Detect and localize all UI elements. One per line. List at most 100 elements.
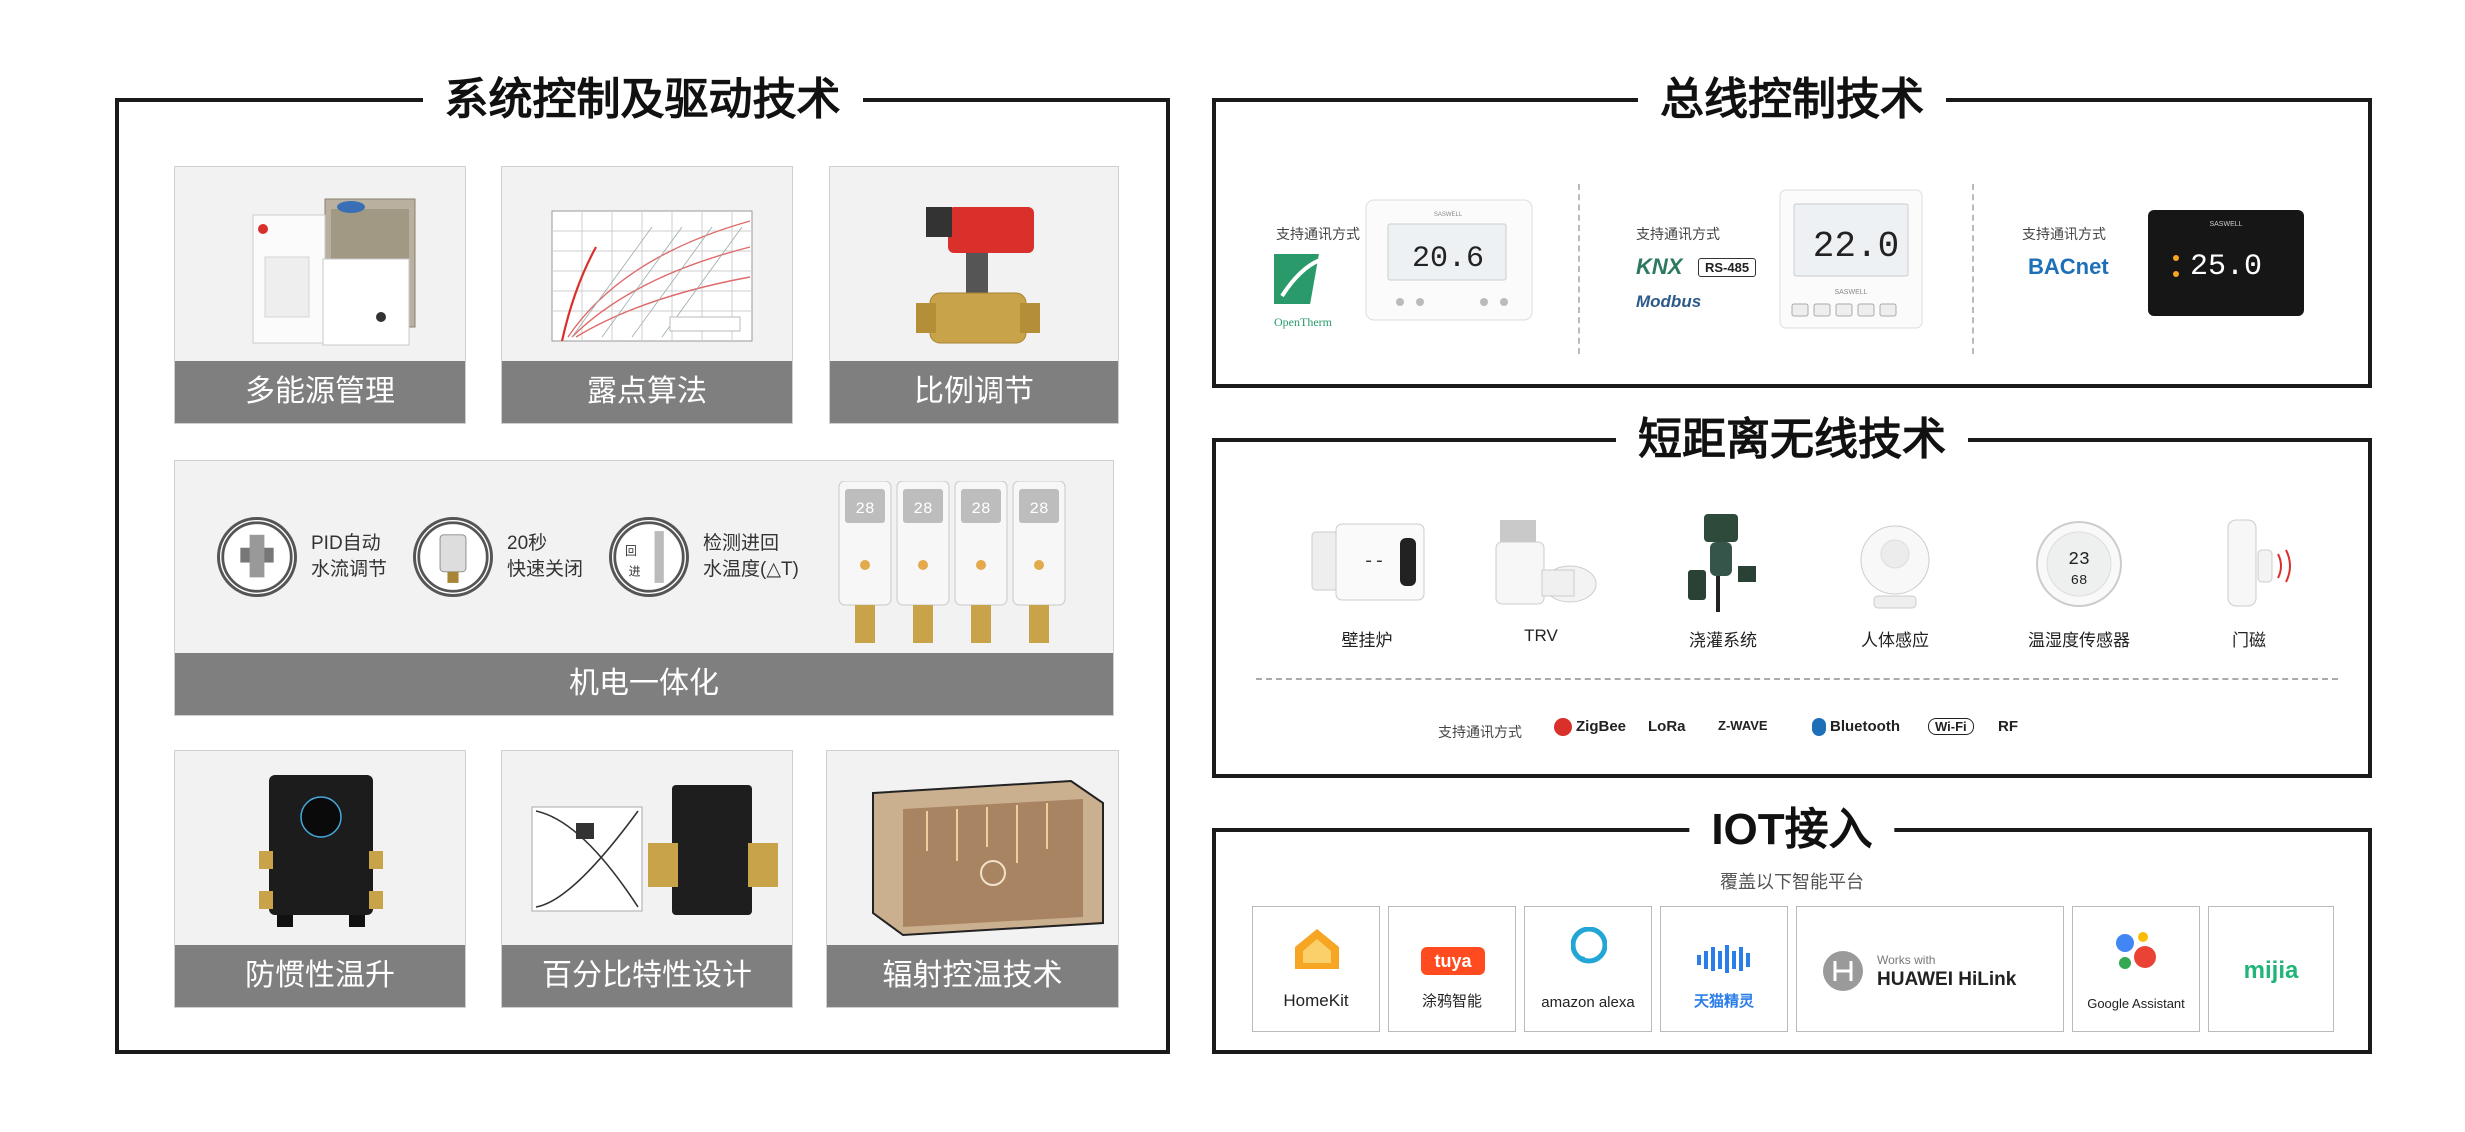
- actuator-icon: [413, 517, 493, 597]
- protocol-name: Bluetooth: [1830, 718, 1900, 735]
- protocol-rf: RF: [1998, 718, 2018, 735]
- iot-panel: IOT接入 覆盖以下智能平台 HomeKit tuya 涂鸦智能 amazon …: [1212, 802, 2372, 1054]
- platform-alexa[interactable]: amazon alexa: [1524, 906, 1652, 1032]
- platform-tuya[interactable]: tuya 涂鸦智能: [1388, 906, 1516, 1032]
- device-label: 人体感应: [1861, 631, 1929, 650]
- device-temp-humidity[interactable]: 23 68 温湿度传感器: [2004, 514, 2154, 650]
- device-boiler[interactable]: -- 壁挂炉: [1292, 514, 1442, 650]
- device-label: 温湿度传感器: [2028, 631, 2130, 650]
- platform-tmall-genie[interactable]: 天猫精灵: [1660, 906, 1788, 1032]
- circle-char: 回: [625, 544, 637, 558]
- support-label: 支持通讯方式: [2022, 226, 2106, 242]
- protocol-bluetooth: Bluetooth: [1812, 718, 1900, 737]
- radiant-room-image: [872, 779, 1104, 937]
- feature-line: 水温度(△T): [703, 559, 799, 580]
- protocol-name: OpenTherm: [1274, 315, 1333, 329]
- platform-label: mijia: [2243, 957, 2299, 984]
- ball-valve-image: [916, 207, 1040, 344]
- section-divider: [1972, 184, 1974, 354]
- device-trv[interactable]: TRV: [1466, 514, 1616, 645]
- protocol-name: ZigBee: [1576, 718, 1627, 735]
- support-label: 支持通讯方式: [1636, 226, 1720, 242]
- bluetooth-icon: [1812, 718, 1826, 737]
- svg-text:68: 68: [2071, 573, 2088, 589]
- thermostat-brand: SASWELL: [1434, 212, 1463, 218]
- control-box-image: [259, 775, 383, 927]
- platform-google[interactable]: Google Assistant: [2072, 906, 2200, 1032]
- google-assistant-icon: [2116, 932, 2156, 969]
- tile-caption: 多能源管理: [175, 361, 465, 423]
- protocol-lora: LoRa: [1648, 718, 1686, 735]
- tile-caption: 辐射控温技术: [827, 945, 1118, 1007]
- thermostat-reading: 22.0: [1813, 226, 1899, 267]
- boiler-controller-image: --: [1311, 523, 1425, 601]
- protocol-modbus: Modbus: [1636, 292, 1702, 311]
- platform-label: HomeKit: [1283, 991, 1349, 1010]
- system-control-title: 系统控制及驱动技术: [422, 72, 863, 128]
- device-irrigation[interactable]: 浇灌系统: [1648, 514, 1798, 650]
- platform-label: amazon alexa: [1541, 994, 1635, 1011]
- platform-hilink[interactable]: Works with HUAWEI HiLink: [1796, 906, 2064, 1032]
- temperature-sensor-icon: 回 进: [609, 517, 689, 597]
- actuator-reading: 28: [913, 500, 932, 518]
- device-label: 门磁: [2232, 631, 2266, 650]
- hilink-works: Works with: [1877, 953, 1936, 967]
- feature-line: 快速关闭: [507, 559, 584, 580]
- support-label: 支持通讯方式: [1438, 724, 1522, 740]
- tile-radiant[interactable]: 辐射控温技术: [826, 750, 1119, 1008]
- tile-caption: 露点算法: [502, 361, 792, 423]
- platform-label: 天猫精灵: [1693, 993, 1754, 1010]
- tile-caption: 比例调节: [830, 361, 1118, 423]
- support-label: 支持通讯方式: [1276, 226, 1360, 242]
- protocol-bacnet: BACnet: [2028, 254, 2109, 279]
- device-motion[interactable]: 人体感应: [1820, 514, 1970, 650]
- platform-label: HUAWEI HiLink: [1877, 969, 2017, 990]
- trv-image: [1495, 520, 1597, 605]
- platform-homekit[interactable]: HomeKit: [1252, 906, 1380, 1032]
- zigbee-icon: [1554, 718, 1572, 737]
- alexa-icon: [1571, 927, 1607, 964]
- tile-caption: 百分比特性设计: [502, 945, 792, 1007]
- tile-percentage[interactable]: 百分比特性设计: [501, 750, 793, 1008]
- tmall-genie-icon: [1697, 945, 1750, 973]
- tile-proportional[interactable]: 比例调节: [829, 166, 1119, 424]
- feature-line: 20秒: [507, 533, 548, 554]
- tile-multi-energy[interactable]: 多能源管理: [174, 166, 466, 424]
- irrigation-image: [1688, 514, 1756, 612]
- wireless-title: 短距离无线技术: [1616, 412, 1968, 468]
- tile-mechatronics[interactable]: PID自动水流调节 20秒快速关闭 回 进 检测进回水温度(△T): [174, 460, 1114, 716]
- door-contact-image: [2227, 519, 2291, 607]
- thermostat-white-1: 20.6 SASWELL: [1365, 199, 1533, 321]
- wireless-panel: 短距离无线技术 -- 壁挂炉 TRV 浇灌系统: [1212, 412, 2372, 778]
- actuator-reading: 28: [855, 500, 874, 518]
- actuator-reading: 28: [1029, 500, 1048, 518]
- actuator-reading: 28: [971, 500, 990, 518]
- pid-valve-icon: [217, 517, 297, 597]
- tile-dew-point[interactable]: 露点算法: [501, 166, 793, 424]
- system-control-panel: 系统控制及驱动技术 多能源管理: [115, 72, 1170, 1054]
- device-door-contact[interactable]: 门磁: [2174, 514, 2324, 650]
- device-label: 壁挂炉: [1341, 631, 1393, 650]
- wireless-divider: [1256, 678, 2338, 680]
- tile-caption: 机电一体化: [175, 653, 1113, 715]
- thermostat-white-2: 22.0 SASWELL: [1779, 189, 1923, 329]
- feature-line: PID自动: [311, 533, 381, 554]
- bus-control-title: 总线控制技术: [1638, 72, 1946, 128]
- tuya-icon: tuya: [1421, 947, 1485, 975]
- circle-char: 进: [629, 565, 641, 579]
- thermostat-brand: SASWELL: [1834, 289, 1867, 296]
- protocol-rs485: RS-485: [1698, 258, 1757, 277]
- psychrometric-chart-image: [551, 210, 753, 342]
- sensor-reading: 23: [2068, 550, 2090, 570]
- protocol-zigbee: ZigBee: [1554, 718, 1627, 737]
- protocol-knx: KNX: [1636, 254, 1683, 279]
- section-divider: [1578, 184, 1580, 354]
- tile-anti-inertia[interactable]: 防惯性温升: [174, 750, 466, 1008]
- bus-control-panel: 总线控制技术 支持通讯方式 OpenTherm 20.6 SASWELL 支持通…: [1212, 72, 2372, 388]
- protocol-zwave: Z-WAVE: [1718, 718, 1768, 733]
- hilink-icon: [1823, 951, 1863, 991]
- temp-humidity-sensor-image: 23 68: [2036, 521, 2122, 607]
- actuator-row-image: 28 28 28 28: [838, 481, 1066, 643]
- tile-caption: 防惯性温升: [175, 945, 465, 1007]
- platform-mijia[interactable]: mijia: [2208, 906, 2334, 1032]
